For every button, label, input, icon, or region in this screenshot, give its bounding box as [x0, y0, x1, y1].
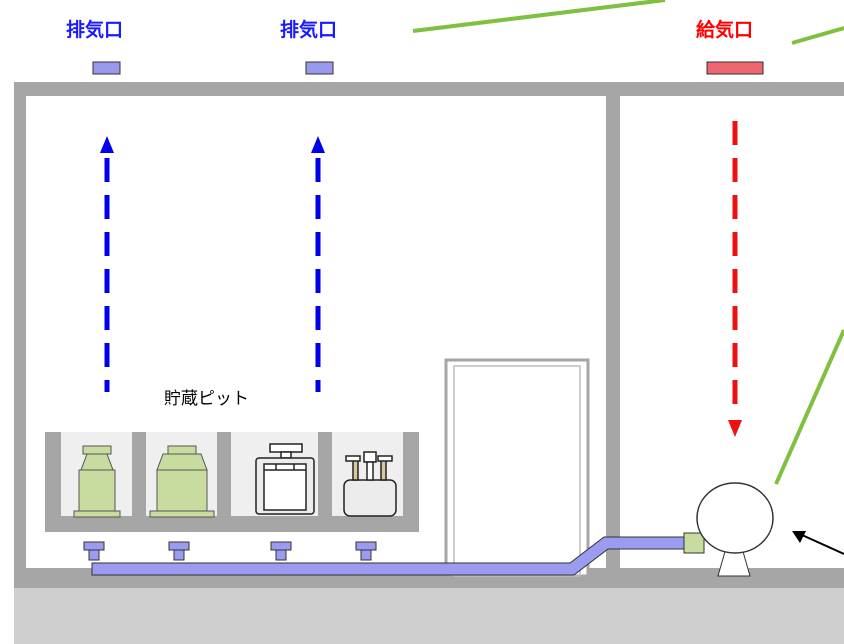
exhaust-arrowhead-1	[100, 136, 114, 153]
exhaust-vent-2	[305, 61, 334, 75]
fan-housing	[696, 482, 774, 554]
supply-vent	[706, 61, 764, 75]
door-frame	[444, 358, 590, 578]
exhaust-arrowhead-2	[311, 136, 325, 153]
exhaust-label-2: 排気口	[280, 19, 338, 41]
storage-cask-1	[73, 445, 121, 518]
pointer-line	[801, 534, 844, 555]
floor-slab	[14, 588, 844, 644]
leader-line-fan	[774, 329, 844, 485]
partition-wall	[606, 82, 620, 588]
pit-divider-1	[132, 432, 146, 518]
exhaust-label-1: 排気口	[66, 19, 124, 41]
pit-divider-3	[318, 432, 332, 518]
fan-inlet	[683, 532, 705, 554]
exhaust-vent-1	[92, 61, 121, 75]
pit-floor	[45, 516, 419, 532]
storage-frame-container	[255, 443, 315, 515]
pit-divider-2	[217, 432, 231, 518]
supply-arrowhead	[728, 420, 742, 437]
door-inner	[453, 365, 581, 577]
storage-cask-2	[149, 445, 215, 518]
pipe-supports	[83, 541, 377, 561]
supply-label: 給気口	[696, 19, 754, 41]
storage-pit-label: 貯蔵ピット	[164, 389, 249, 409]
pit-left-wall	[45, 432, 61, 532]
pointer-arrowhead	[792, 531, 806, 543]
storage-bottle-container	[343, 451, 397, 517]
pit-right-wall	[403, 432, 419, 532]
fan-blower	[683, 482, 774, 577]
leader-line-supply	[791, 26, 844, 45]
leader-line-exhaust	[412, 0, 666, 33]
